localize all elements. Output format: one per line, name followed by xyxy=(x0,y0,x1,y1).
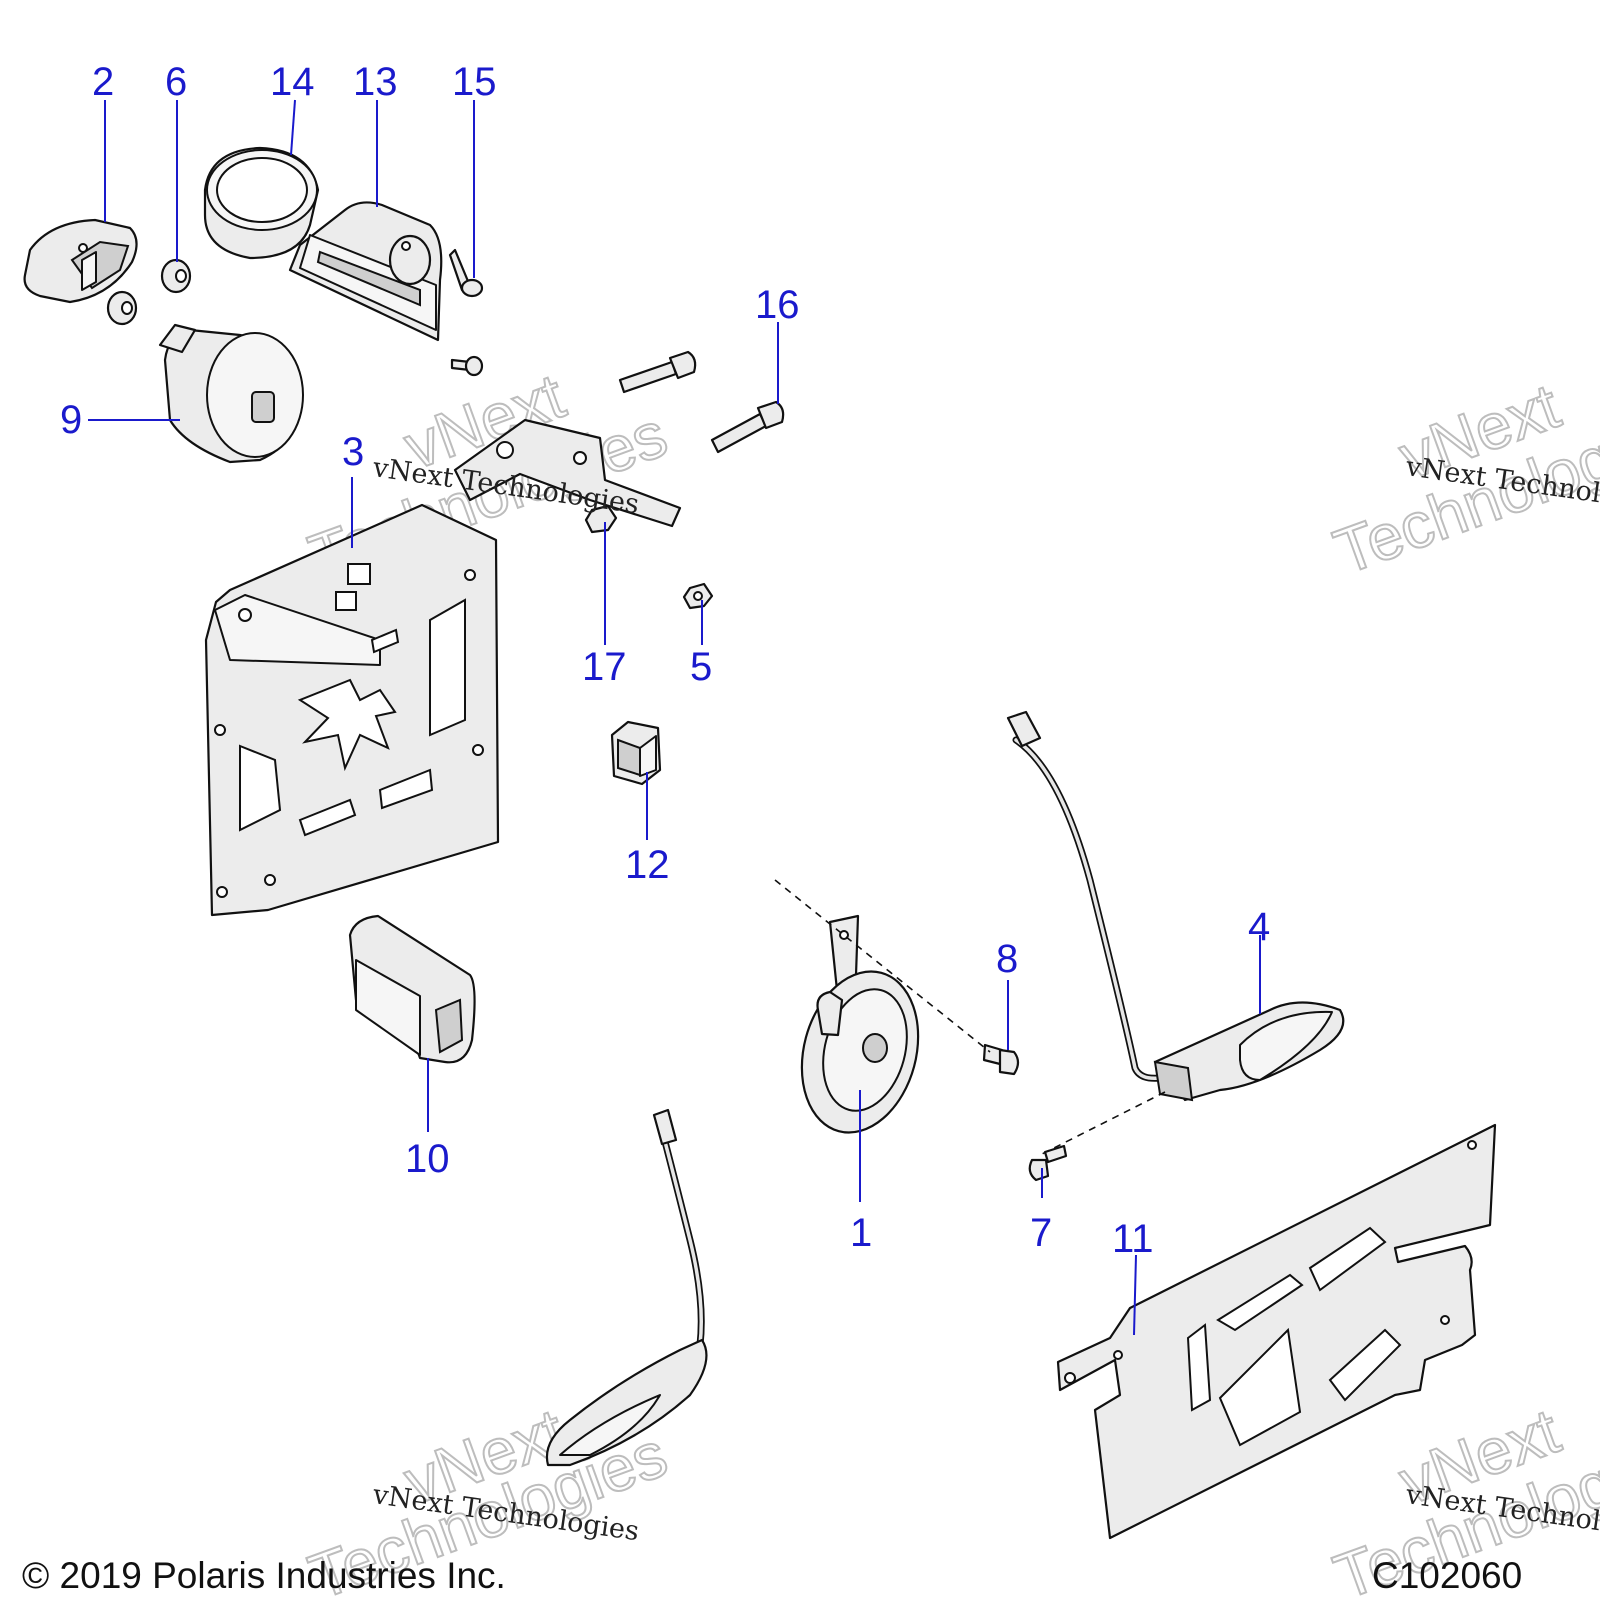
callout-15: 15 xyxy=(452,60,497,104)
callout-1: 1 xyxy=(850,1211,872,1255)
leader-14 xyxy=(290,99,296,156)
callout-16: 16 xyxy=(755,283,800,327)
part-7-screw xyxy=(1028,1144,1068,1182)
callout-4: 4 xyxy=(1248,905,1270,949)
leader-lines xyxy=(88,99,1261,1336)
callout-11: 11 xyxy=(1112,1217,1154,1261)
part-16-bolt-upper xyxy=(618,350,697,394)
part-15-screw xyxy=(448,248,484,298)
part-6-grommet xyxy=(160,258,192,294)
part-12-rocker-switch xyxy=(610,720,662,786)
part-4-turn-signal xyxy=(1006,710,1345,1102)
callout-17: 17 xyxy=(582,645,627,689)
callout-14: 14 xyxy=(270,60,315,104)
screw-lower xyxy=(450,355,484,377)
part-3-license-bracket xyxy=(204,503,500,917)
part-9-lamp-socket xyxy=(158,323,304,464)
leader-11 xyxy=(1133,1254,1137,1336)
callout-8: 8 xyxy=(996,937,1018,981)
alignment-line-horn xyxy=(774,879,991,1053)
part-17-nut xyxy=(584,504,618,534)
alignment-line-signal xyxy=(1039,1091,1166,1156)
alignment-lines xyxy=(774,879,1166,1156)
callout-7: 7 xyxy=(1030,1211,1052,1255)
turn-signal-lower xyxy=(545,1108,708,1467)
callout-10: 10 xyxy=(405,1137,450,1181)
part-3-upper-mount xyxy=(453,418,682,528)
callout-5: 5 xyxy=(690,645,712,689)
callout-9: 9 xyxy=(60,398,82,442)
callout-labels: 2 6 14 13 15 16 9 3 17 5 12 8 4 10 1 7 1… xyxy=(60,60,1270,1261)
callout-13: 13 xyxy=(353,60,398,104)
copyright-text: © 2019 Polaris Industries Inc. xyxy=(22,1555,506,1596)
part-14-ring xyxy=(203,146,320,260)
part-2-housing-cap xyxy=(23,218,138,304)
part-8-bolt xyxy=(982,1043,1020,1076)
part-10-switch-housing xyxy=(348,914,476,1064)
grommet-extra xyxy=(106,290,138,326)
part-13-light-housing xyxy=(288,201,443,342)
diagram-code: C102060 xyxy=(1372,1555,1522,1596)
callout-3: 3 xyxy=(342,430,364,474)
part-1-horn xyxy=(800,914,920,1134)
callout-2: 2 xyxy=(92,60,114,104)
callout-12: 12 xyxy=(625,843,670,887)
part-5-nut xyxy=(682,582,714,610)
callout-6: 6 xyxy=(165,60,187,104)
part-16-bolt-lower xyxy=(710,400,785,454)
part-11-rear-plate xyxy=(1056,1123,1497,1540)
